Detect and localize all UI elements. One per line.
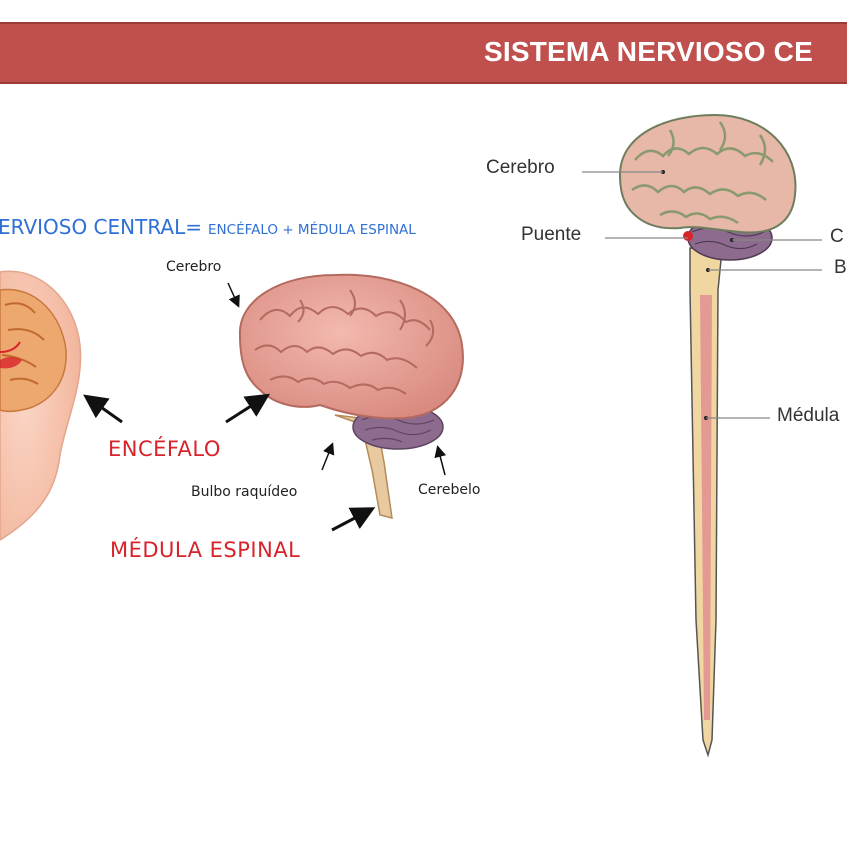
- label-bulbo-raquideo: Bulbo raquídeo: [191, 484, 298, 500]
- label-cerebro-left: Cerebro: [166, 259, 222, 275]
- label-bulbo-right: B: [834, 257, 847, 278]
- brain-illustration-left: [238, 273, 464, 519]
- label-cerebelo-left: Cerebelo: [418, 482, 481, 498]
- head-illustration: [0, 270, 82, 541]
- banner-title: SISTEMA NERVIOSO CE: [484, 36, 813, 67]
- formula-main: ERVIOSO CENTRAL=: [0, 215, 203, 239]
- label-puente: Puente: [521, 224, 582, 245]
- title-banner: SISTEMA NERVIOSO CE: [0, 22, 847, 84]
- brain-spinal-cord-illustration: [618, 113, 797, 758]
- label-medula-espinal: MÉDULA ESPINAL: [110, 538, 301, 562]
- label-encefalo: ENCÉFALO: [108, 437, 221, 461]
- label-cerebelo-right: C: [830, 226, 844, 247]
- label-medula-right: Médula: [777, 405, 840, 426]
- formula-text: ERVIOSO CENTRAL= ENCÉFALO + MÉDULA ESPINA…: [0, 215, 416, 239]
- label-arrows: [83, 282, 447, 532]
- formula-detail: ENCÉFALO + MÉDULA ESPINAL: [208, 222, 416, 238]
- leader-lines: [582, 171, 822, 419]
- label-cerebro-right: Cerebro: [486, 157, 555, 178]
